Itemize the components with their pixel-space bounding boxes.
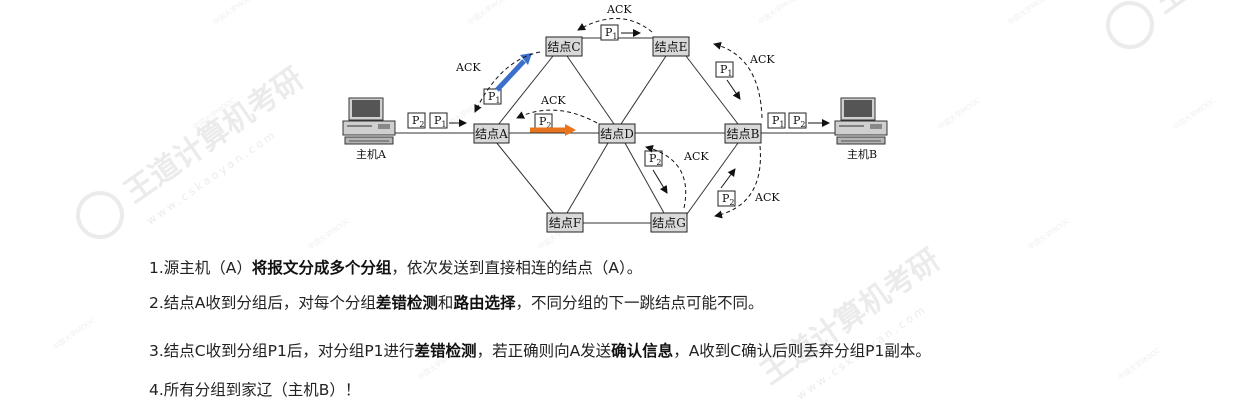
link-G-B <box>686 142 739 215</box>
watermark-mooc: 中国大学MOOC <box>1116 346 1162 382</box>
watermark-mooc: 中国大学MOOC <box>51 316 97 352</box>
link-C-D <box>566 55 615 125</box>
arrow-D-to-G <box>652 169 668 194</box>
step-text: 结点A收到分组后，对每个分组 <box>163 294 376 312</box>
packet-p1-C-to-E: P1 <box>600 24 619 41</box>
host-a-label: 主机A <box>356 147 387 161</box>
step-text: ，A收到C确认后则丢弃分组P1副本。 <box>673 342 931 360</box>
host-b-label: 主机B <box>847 147 877 161</box>
svg-text:结点D: 结点D <box>600 127 634 141</box>
svg-text:P1: P1 <box>772 114 785 129</box>
step-4: 4.所有分组到家辽（主机B）！ <box>149 380 360 400</box>
svg-text:P2: P2 <box>412 114 425 129</box>
step-emphasis: 差错检测 <box>375 294 438 312</box>
packet-p1-A-to-C: P1 <box>483 88 502 105</box>
packet-p1-hostA: P1 <box>429 112 448 129</box>
packet-p1-E-to-B: P1 <box>715 61 734 78</box>
network-links <box>395 37 835 224</box>
packet-switching-diagram: 结点A 结点C 结点E 结点D 结点B 结点F 结点G <box>342 3 888 233</box>
svg-text:P2: P2 <box>722 192 735 207</box>
step-number: 4. <box>149 381 164 399</box>
ack-dashed-arrow-C-to-A <box>474 51 541 113</box>
svg-text:结点E: 结点E <box>655 40 688 54</box>
link-D-E <box>620 55 667 125</box>
blue-arrow-shaft <box>495 59 526 92</box>
svg-text:P2: P2 <box>793 114 806 129</box>
svg-text:P2: P2 <box>539 115 552 130</box>
step-text: ，若正确则向A发送 <box>476 342 612 360</box>
host-b-computer-icon <box>834 97 888 145</box>
svg-text:结点A: 结点A <box>475 127 508 141</box>
link-E-B <box>685 55 739 125</box>
svg-text:P2: P2 <box>649 152 662 167</box>
step-number: 2. <box>149 294 164 312</box>
step-number: 1. <box>149 259 164 277</box>
node-F: 结点F <box>546 212 584 233</box>
link-D-F <box>566 142 609 214</box>
step-text: 结点C收到分组P1后，对分组P1进行 <box>163 342 415 360</box>
ack-label-B-to-E: ACK <box>749 53 775 66</box>
step-1: 1.源主机（A）将报文分成多个分组，依次发送到直接相连的结点（A）。 <box>149 258 642 278</box>
svg-text:结点C: 结点C <box>547 40 580 54</box>
svg-text:P1: P1 <box>720 63 733 78</box>
packet-p2-hostB: P2 <box>788 112 807 129</box>
svg-text:结点B: 结点B <box>727 127 760 141</box>
link-A-F <box>495 141 556 216</box>
link-A-C <box>497 55 554 126</box>
ack-dashed-arrow-B-to-E <box>713 41 763 119</box>
svg-text:结点F: 结点F <box>549 216 581 230</box>
step-emphasis: 将报文分成多个分组 <box>251 259 392 277</box>
step-text: 和 <box>437 294 454 312</box>
step-emphasis: 路由选择 <box>453 294 516 312</box>
node-G: 结点G <box>650 212 688 233</box>
blue-arrow-head <box>520 53 532 65</box>
ack-label-C-to-A: ACK <box>455 61 481 74</box>
svg-text:P1: P1 <box>488 90 501 105</box>
ack-label-G-to-D: ACK <box>683 150 709 163</box>
link-D-G <box>624 142 665 214</box>
step-text: ，依次发送到直接相连的结点（A）。 <box>391 259 643 277</box>
step-2: 2.结点A收到分组后，对每个分组差错检测和路由选择，不同分组的下一跳结点可能不同… <box>149 293 763 313</box>
ack-dashed-arrow-G-to-D <box>645 144 687 209</box>
arrow-E-to-B <box>726 79 741 100</box>
step-number: 3. <box>149 342 164 360</box>
step-text: 所有分组到家辽（主机B）！ <box>163 381 361 399</box>
node-C: 结点C <box>545 36 583 57</box>
step-emphasis: 差错检测 <box>414 342 477 360</box>
node-A: 结点A <box>473 123 510 144</box>
ack-label-E-to-C: ACK <box>606 3 632 16</box>
packet-p2-hostA: P2 <box>407 112 426 129</box>
ack-label-D-to-A: ACK <box>540 94 566 107</box>
svg-text:P1: P1 <box>434 114 447 129</box>
step-text: ，不同分组的下一跳结点可能不同。 <box>515 294 764 312</box>
step-3: 3.结点C收到分组P1后，对分组P1进行差错检测，若正确则向A发送确认信息，A收… <box>149 341 931 361</box>
packet-p2-D-to-G: P2 <box>644 150 663 167</box>
host-a-computer-icon <box>342 97 396 145</box>
packet-p2-G-to-B: P2 <box>717 190 736 207</box>
node-E: 结点E <box>652 36 690 57</box>
arrow-G-to-B <box>720 168 736 189</box>
orange-arrow-head <box>565 124 576 136</box>
step-emphasis: 确认信息 <box>611 342 674 360</box>
step-text: 源主机（A） <box>163 259 252 277</box>
node-D: 结点D <box>598 123 636 144</box>
packet-p1-hostB: P1 <box>767 112 786 129</box>
ack-dashed-arrow-E-to-C <box>577 18 653 33</box>
ack-dashed-arrow-D-to-A <box>516 109 598 124</box>
ack-label-B-to-G: ACK <box>754 191 780 204</box>
svg-text:结点G: 结点G <box>652 216 686 230</box>
svg-text:P1: P1 <box>605 26 618 41</box>
node-B: 结点B <box>724 123 762 144</box>
